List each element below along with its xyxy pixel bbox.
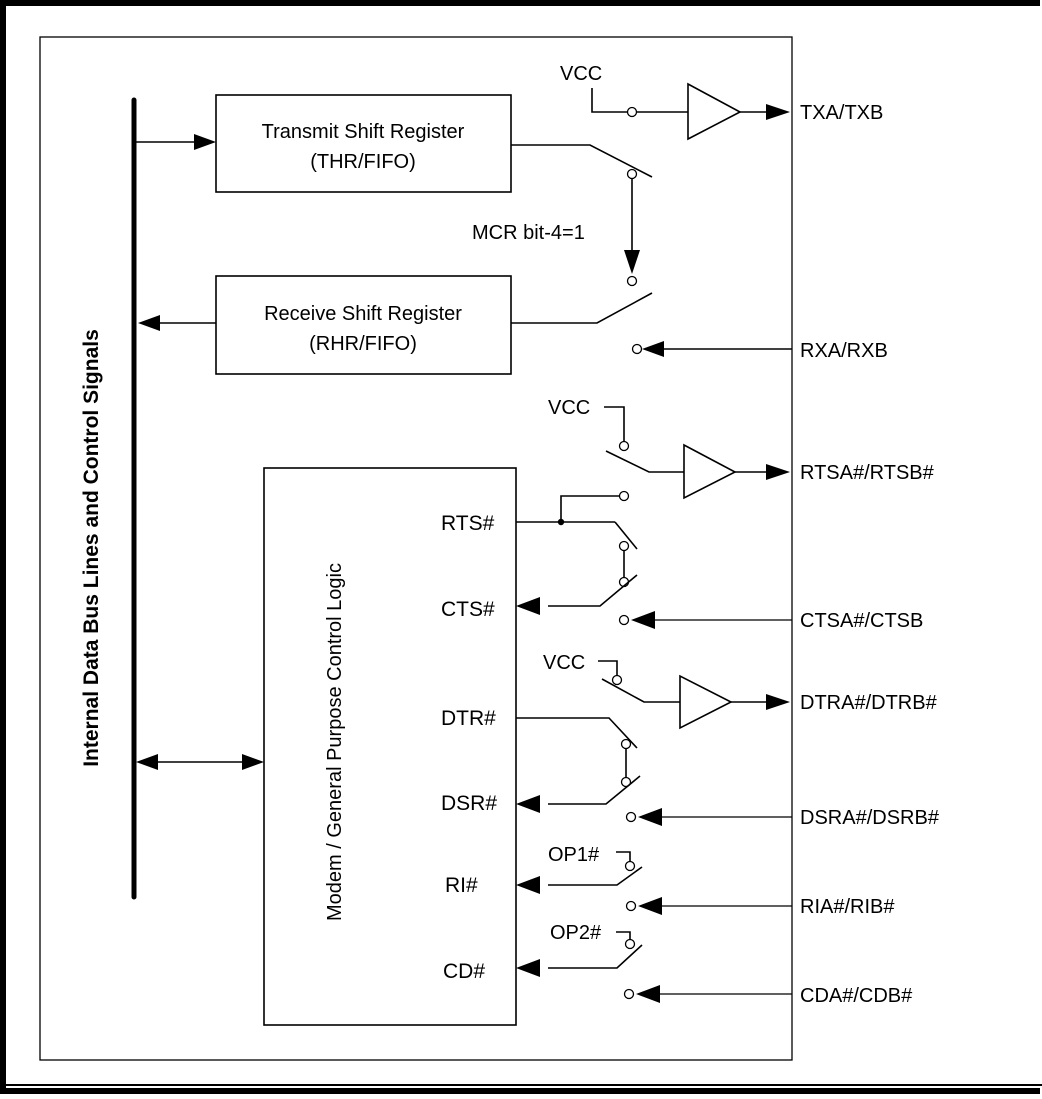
rsr-to-bus-arrow xyxy=(138,315,216,331)
rsr-subtitle: (RHR/FIFO) xyxy=(309,333,417,355)
tx-output-arrow xyxy=(740,104,790,120)
bus-label: Internal Data Bus Lines and Control Sign… xyxy=(80,329,103,767)
loopback-label: MCR bit-4=1 xyxy=(472,222,585,244)
tsr-title: Transmit Shift Register xyxy=(262,121,465,143)
rx-input xyxy=(631,341,792,357)
bus-modem-bidirectional-arrow xyxy=(136,754,264,770)
signal-dtr: DTR# xyxy=(441,707,496,730)
rts-loopback-wiring xyxy=(516,490,638,615)
signal-cd: CD# xyxy=(443,960,485,983)
rts-buffer xyxy=(683,443,737,500)
vcc-rts-label: VCC xyxy=(548,397,590,419)
pin-dtr: DTRA#/DTRB# xyxy=(800,692,938,714)
inner-frame xyxy=(39,36,793,1061)
loopback-arrow xyxy=(624,179,640,274)
ri-input xyxy=(625,897,792,915)
signal-ri: RI# xyxy=(445,874,478,897)
signal-rts: RTS# xyxy=(441,512,495,535)
pin-rts: RTSA#/RTSB# xyxy=(800,462,935,484)
vcc-tx-label: VCC xyxy=(560,63,602,85)
cts-input xyxy=(618,611,792,629)
dtr-vcc-switch xyxy=(598,660,680,703)
pin-ri: RIA#/RIB# xyxy=(800,896,895,918)
tx-loopback-switch xyxy=(511,144,653,180)
op2-label: OP2# xyxy=(550,922,602,944)
cd-input xyxy=(623,985,792,1003)
tsr-subtitle: (THR/FIFO) xyxy=(310,151,416,173)
tx-vcc-wire xyxy=(591,88,688,118)
signal-dsr: DSR# xyxy=(441,792,497,815)
receive-shift-register: Receive Shift Register (RHR/FIFO) xyxy=(215,275,512,375)
dtr-buffer xyxy=(679,674,733,730)
pin-rx: RXA/RXB xyxy=(800,340,888,362)
dsr-input xyxy=(625,808,792,826)
rsr-title: Receive Shift Register xyxy=(264,303,462,325)
modem-block-label: Modem / General Purpose Control Logic xyxy=(324,563,346,921)
ri-op1-switch xyxy=(516,851,643,894)
pin-cd: CDA#/CDB# xyxy=(800,985,913,1007)
rts-vcc-switch xyxy=(604,406,684,473)
vcc-dtr-label: VCC xyxy=(543,652,585,674)
tx-buffer xyxy=(687,82,742,141)
op1-label: OP1# xyxy=(548,844,600,866)
pin-dsr: DSRA#/DSRB# xyxy=(800,807,940,829)
dtr-loopback-wiring xyxy=(516,717,641,813)
signal-cts: CTS# xyxy=(441,598,495,621)
cd-op2-switch xyxy=(516,931,643,977)
bus-to-tsr-arrow xyxy=(136,134,216,150)
dtr-output-arrow xyxy=(731,694,790,710)
transmit-shift-register: Transmit Shift Register (THR/FIFO) xyxy=(215,94,512,193)
modem-control-logic: Modem / General Purpose Control Logic xyxy=(263,467,517,1026)
pin-cts: CTSA#/CTSB xyxy=(800,610,923,632)
pin-tx: TXA/TXB xyxy=(800,102,883,124)
rx-loopback-switch xyxy=(511,275,653,324)
rts-output-arrow xyxy=(735,464,790,480)
